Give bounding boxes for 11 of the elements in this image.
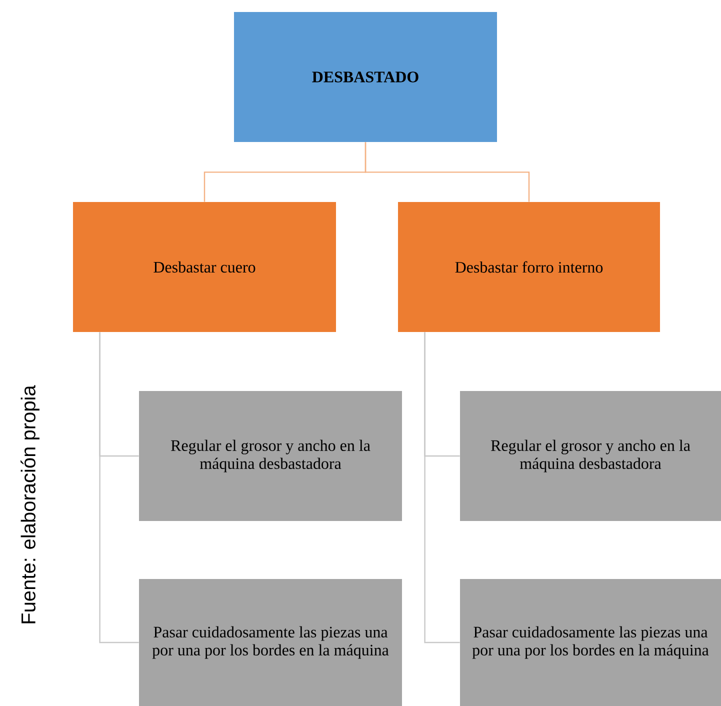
step-box: Pasar cuidadosamente las piezas una por una por los bordes en la máquina: [460, 579, 721, 706]
category-box: Desbastar cuero: [73, 202, 336, 332]
connector-line: [424, 332, 460, 644]
connector-line: [364, 142, 530, 202]
connector-line: [99, 332, 139, 644]
source-note: Fuente: elaboración propia: [20, 385, 40, 624]
step-box: Regular el grosor y ancho en la máquina desbastadora: [460, 391, 721, 521]
step-box: Regular el grosor y ancho en la máquina desbastadora: [139, 391, 402, 521]
category-box: Desbastar forro interno: [398, 202, 660, 332]
step-box: Pasar cuidadosamente las piezas una por una por los bordes en la máquina: [139, 579, 402, 706]
title-box: DESBASTADO: [234, 12, 497, 142]
